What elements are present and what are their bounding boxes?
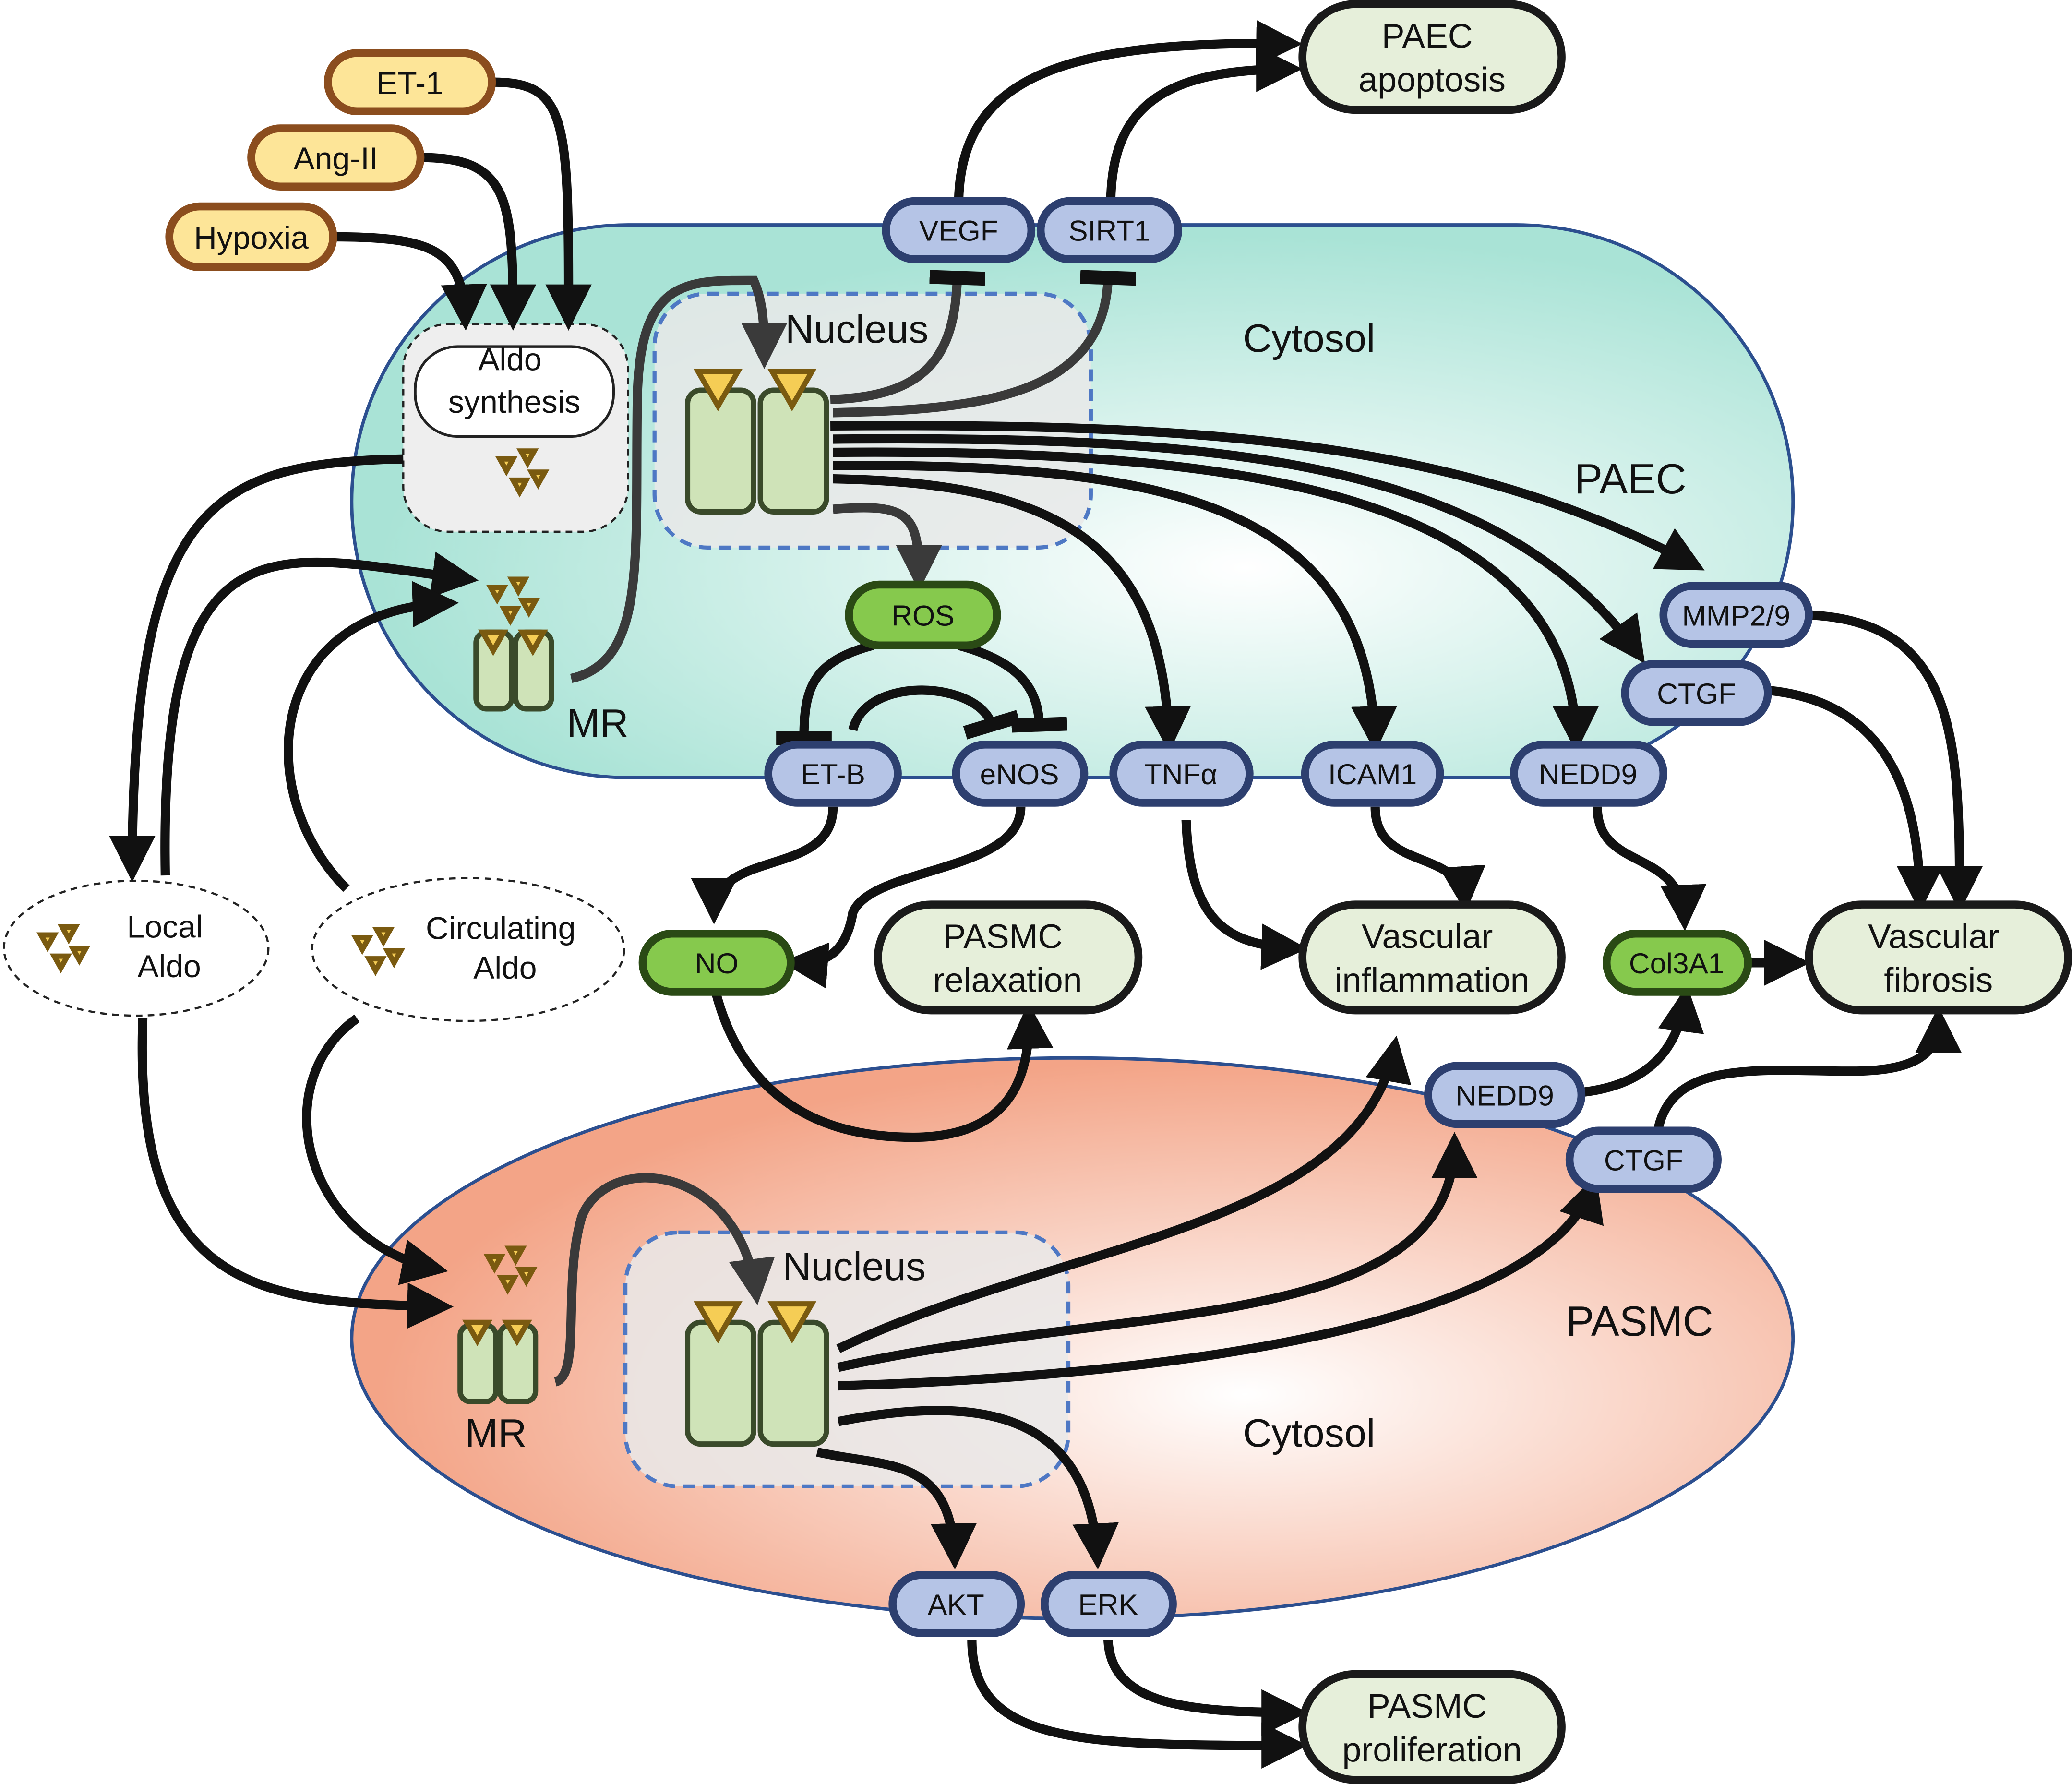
svg-text:NEDD9: NEDD9 — [1455, 1079, 1554, 1112]
pasmc-mr-label: MR — [465, 1411, 527, 1455]
svg-text:Ang-II: Ang-II — [294, 141, 378, 177]
svg-text:NEDD9: NEDD9 — [1539, 758, 1637, 790]
pasmc-nucleus-label: Nucleus — [782, 1244, 926, 1289]
aldo-synthesis-label: Aldo synthesis — [448, 342, 581, 420]
protein-icam1: ICAM1 — [1301, 741, 1444, 807]
protein-tnfa: TNFα — [1109, 741, 1254, 807]
pasmc-cell-label: PASMC — [1566, 1297, 1713, 1345]
pasmc-nuclear-mr — [685, 1301, 829, 1447]
svg-text:PASMC relaxation: PASMC relaxation — [933, 918, 1082, 1000]
paec-mr-label: MR — [567, 701, 629, 745]
svg-text:CTGF: CTGF — [1657, 677, 1736, 710]
svg-text:eNOS: eNOS — [980, 758, 1059, 790]
svg-text:ERK: ERK — [1078, 1588, 1138, 1621]
circulating-aldo-line2: Aldo — [473, 950, 537, 986]
svg-text:CTGF: CTGF — [1604, 1144, 1683, 1176]
node-no: NO — [638, 930, 795, 996]
svg-text:AKT: AKT — [928, 1588, 984, 1621]
stimulus-ang2: Ang-II — [247, 124, 425, 191]
protein-nedd9-pasmc: NEDD9 — [1424, 1062, 1586, 1128]
aldo-synthesis-line2: synthesis — [448, 384, 581, 420]
outcome-paec-apoptosis: PAEC apoptosis — [1298, 0, 1566, 114]
protein-akt: AKT — [888, 1571, 1025, 1637]
local-aldo-pool — [3, 879, 270, 1017]
outcome-pasmc-proliferation-line1: PASMC — [1367, 1687, 1487, 1725]
protein-nedd9-paec: NEDD9 — [1510, 741, 1667, 807]
outcome-vascular-inflammation-line1: Vascular — [1362, 918, 1493, 956]
local-aldo-label: Local Aldo — [127, 910, 211, 985]
protein-enos: eNOS — [952, 741, 1089, 807]
outcome-pasmc-proliferation-line2: proliferation — [1342, 1731, 1522, 1769]
outcome-vascular-fibrosis-line2: fibrosis — [1884, 961, 1993, 999]
svg-text:ROS: ROS — [891, 599, 954, 632]
local-aldo-line1: Local — [127, 910, 203, 945]
protein-ctgf-paec: CTGF — [1621, 660, 1772, 726]
svg-text:Vascular fibrosis: Vascular fibrosis — [1868, 918, 2009, 1000]
outcome-vascular-fibrosis-line1: Vascular — [1868, 918, 1999, 956]
svg-text:NO: NO — [695, 947, 739, 980]
svg-text:Vascular inflammation: Vascular inflammation — [1335, 918, 1530, 1000]
outcome-vascular-fibrosis: Vascular fibrosis — [1805, 900, 2072, 1015]
paec-mr-receptor — [473, 579, 554, 712]
circulating-aldo-pool — [311, 877, 625, 1022]
svg-text:ET-B: ET-B — [801, 758, 865, 790]
svg-text:Hypoxia: Hypoxia — [194, 220, 309, 256]
stimulus-hypoxia: Hypoxia — [165, 202, 337, 272]
svg-text:PAEC apoptosis: PAEC apoptosis — [1358, 17, 1506, 99]
pasmc-cytosol-label: Cytosol — [1243, 1411, 1376, 1455]
outcome-vascular-inflammation-line2: inflammation — [1335, 961, 1530, 999]
node-ros: ROS — [845, 580, 1001, 649]
svg-text:ICAM1: ICAM1 — [1328, 758, 1417, 790]
svg-text:PASMC proliferation: PASMC proliferation — [1342, 1687, 1522, 1769]
pasmc-mr-receptor — [457, 1248, 539, 1405]
aldo-synthesis-node — [414, 345, 615, 438]
protein-ctgf-pasmc: CTGF — [1565, 1126, 1722, 1193]
protein-erk: ERK — [1041, 1571, 1177, 1637]
svg-text:ET-1: ET-1 — [376, 66, 443, 101]
svg-text:MMP2/9: MMP2/9 — [1682, 599, 1790, 632]
outcome-paec-apoptosis-line1: PAEC — [1382, 17, 1473, 55]
svg-text:VEGF: VEGF — [919, 215, 998, 247]
paec-nuclear-mr — [685, 369, 829, 515]
svg-text:TNFα: TNFα — [1144, 758, 1218, 790]
outcome-vascular-inflammation: Vascular inflammation — [1298, 900, 1566, 1015]
local-aldo-line2: Aldo — [137, 949, 201, 984]
outcome-pasmc-relaxation-line2: relaxation — [933, 961, 1082, 999]
paec-nucleus-label: Nucleus — [785, 307, 929, 351]
aldo-synthesis-line1: Aldo — [478, 342, 541, 378]
protein-etb: ET-B — [764, 741, 902, 807]
node-col3a1: Col3A1 — [1602, 930, 1752, 996]
protein-mmp29: MMP2/9 — [1659, 582, 1813, 648]
outcome-paec-apoptosis-line2: apoptosis — [1358, 60, 1506, 99]
circulating-aldo-line1: Circulating — [426, 910, 575, 946]
svg-text:Col3A1: Col3A1 — [1629, 947, 1725, 980]
paec-cytosol-label: Cytosol — [1243, 316, 1376, 360]
circulating-aldo-label: Circulating Aldo — [426, 910, 585, 986]
stimulus-et1: ET-1 — [323, 49, 496, 115]
svg-text:SIRT1: SIRT1 — [1068, 215, 1150, 247]
outcome-pasmc-proliferation: PASMC proliferation — [1298, 1670, 1566, 1784]
arrows — [109, 20, 1983, 1769]
outcome-pasmc-relaxation: PASMC relaxation — [874, 900, 1143, 1015]
protein-sirt1: SIRT1 — [1036, 197, 1182, 263]
paec-cell-label: PAEC — [1574, 455, 1686, 503]
outcome-pasmc-relaxation-line1: PASMC — [943, 918, 1063, 956]
protein-vegf: VEGF — [882, 197, 1036, 263]
